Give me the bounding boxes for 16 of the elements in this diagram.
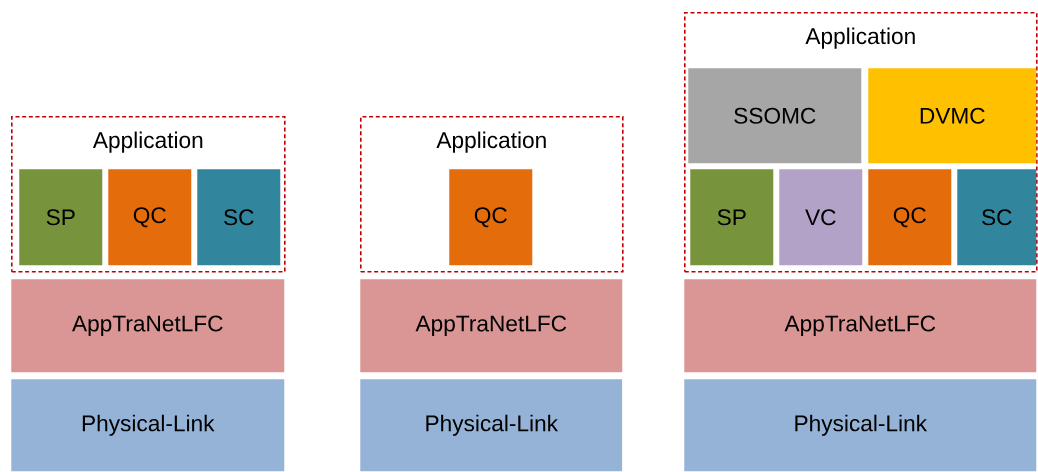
layer-box: AppTraNetLFC bbox=[360, 279, 623, 373]
block-box: SC bbox=[197, 169, 281, 266]
block-box: DVMC bbox=[868, 68, 1037, 164]
layer-box: Physical-Link bbox=[360, 379, 623, 472]
layer-box: Physical-Link bbox=[11, 379, 285, 472]
block-box: VC bbox=[779, 169, 863, 266]
block-box: QC bbox=[449, 169, 533, 266]
layer-box: AppTraNetLFC bbox=[684, 279, 1037, 373]
block-box: QC bbox=[868, 169, 952, 266]
block-box: QC bbox=[108, 169, 192, 266]
block-box: SP bbox=[690, 169, 774, 266]
layer-box: AppTraNetLFC bbox=[11, 279, 285, 373]
block-box: SSOMC bbox=[688, 68, 862, 164]
block-box: SP bbox=[19, 169, 103, 266]
block-box: SC bbox=[957, 169, 1037, 266]
layer-box: Physical-Link bbox=[684, 379, 1037, 472]
